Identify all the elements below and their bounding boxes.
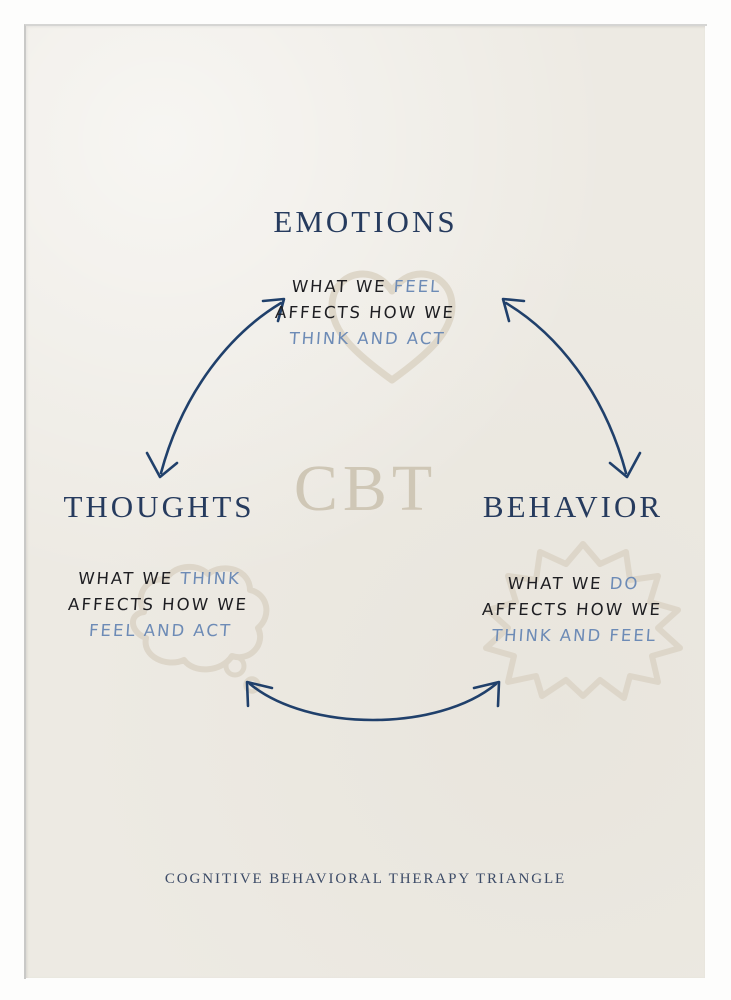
node-heading-emotions: EMOTIONS: [273, 204, 458, 239]
node-text-thoughts: WHAT WE THINK AFFECTS HOW WE FEEL AND AC…: [44, 566, 274, 644]
thoughts-line-1-prefix: WHAT WE: [77, 569, 181, 588]
behavior-line-1-prefix: WHAT WE: [506, 574, 611, 593]
behavior-line-2: AFFECTS HOW WE: [481, 600, 663, 619]
node-heading-behavior: BEHAVIOR: [482, 489, 664, 524]
frame-inner-border: [24, 24, 707, 979]
emotions-line-1-prefix: WHAT WE: [291, 277, 395, 296]
arrow-thoughts-behavior: [245, 680, 501, 722]
poster-artwork: CBT EMOTIONS WHAT WE FEEL AFFECTS HOW WE…: [26, 26, 705, 978]
thoughts-line-1: WHAT WE THINK: [44, 566, 275, 592]
thoughts-line-2: AFFECTS HOW WE: [67, 595, 249, 614]
node-text-behavior: WHAT WE DO AFFECTS HOW WE THINK AND FEEL: [458, 571, 688, 649]
emotions-line-1: WHAT WE FEEL: [251, 274, 482, 300]
thoughts-line-1-accent: THINK: [179, 569, 242, 588]
emotions-line-2: AFFECTS HOW WE: [274, 303, 456, 322]
thoughts-line-3: FEEL AND ACT: [88, 621, 233, 640]
behavior-line-1-accent: DO: [609, 574, 641, 593]
node-heading-thoughts: THOUGHTS: [63, 489, 255, 524]
behavior-line-1: WHAT WE DO: [458, 571, 689, 597]
node-text-emotions: WHAT WE FEEL AFFECTS HOW WE THINK AND AC…: [251, 274, 481, 352]
poster-caption: COGNITIVE BEHAVIORAL THERAPY TRIANGLE: [164, 871, 567, 887]
emotions-line-1-accent: FEEL: [393, 277, 442, 296]
behavior-line-3: THINK AND FEEL: [491, 626, 658, 645]
cbt-center-label: CBT: [293, 452, 438, 525]
emotions-line-3: THINK AND ACT: [288, 329, 447, 348]
